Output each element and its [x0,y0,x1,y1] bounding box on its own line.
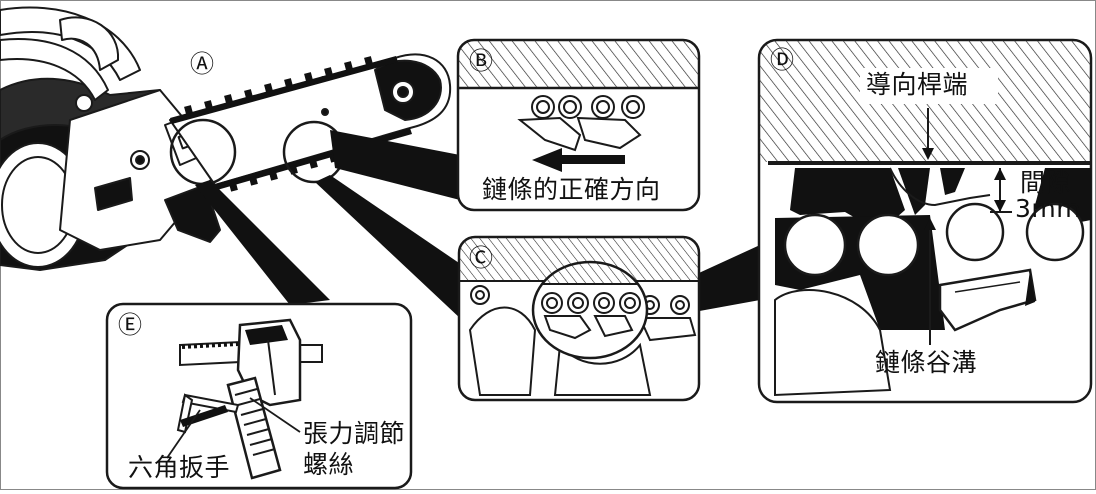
callout-a: Ⓐ [190,50,214,78]
guide-bar-tip-label: 導向桿端 [866,70,969,99]
guide-bar [169,53,452,186]
leader-wedge-e [195,180,330,305]
gap-label: 間隙 [1020,168,1072,197]
panel-d [757,38,1093,404]
chain-direction-label: 鏈條的正確方向 [482,175,661,204]
callout-d: Ⓓ [770,46,794,74]
panel-c [457,235,701,402]
callout-e: Ⓔ [118,311,142,339]
chain-saw-body [0,6,221,271]
callout-c: Ⓒ [469,244,493,272]
hex-wrench-label: 六角扳手 [128,453,231,482]
callout-b: Ⓑ [469,47,493,75]
leader-wedge-c [315,175,462,320]
tension-screw-label-line1: 張力調節 [303,419,406,448]
gap-value-label: 3mm [1015,194,1082,223]
tension-screw-label-line2: 螺絲 [303,450,355,479]
chain-groove-label: 鏈條谷溝 [875,348,978,377]
panel-e [105,302,413,490]
leader-wedge-b [330,130,460,200]
panel-b [456,38,701,212]
